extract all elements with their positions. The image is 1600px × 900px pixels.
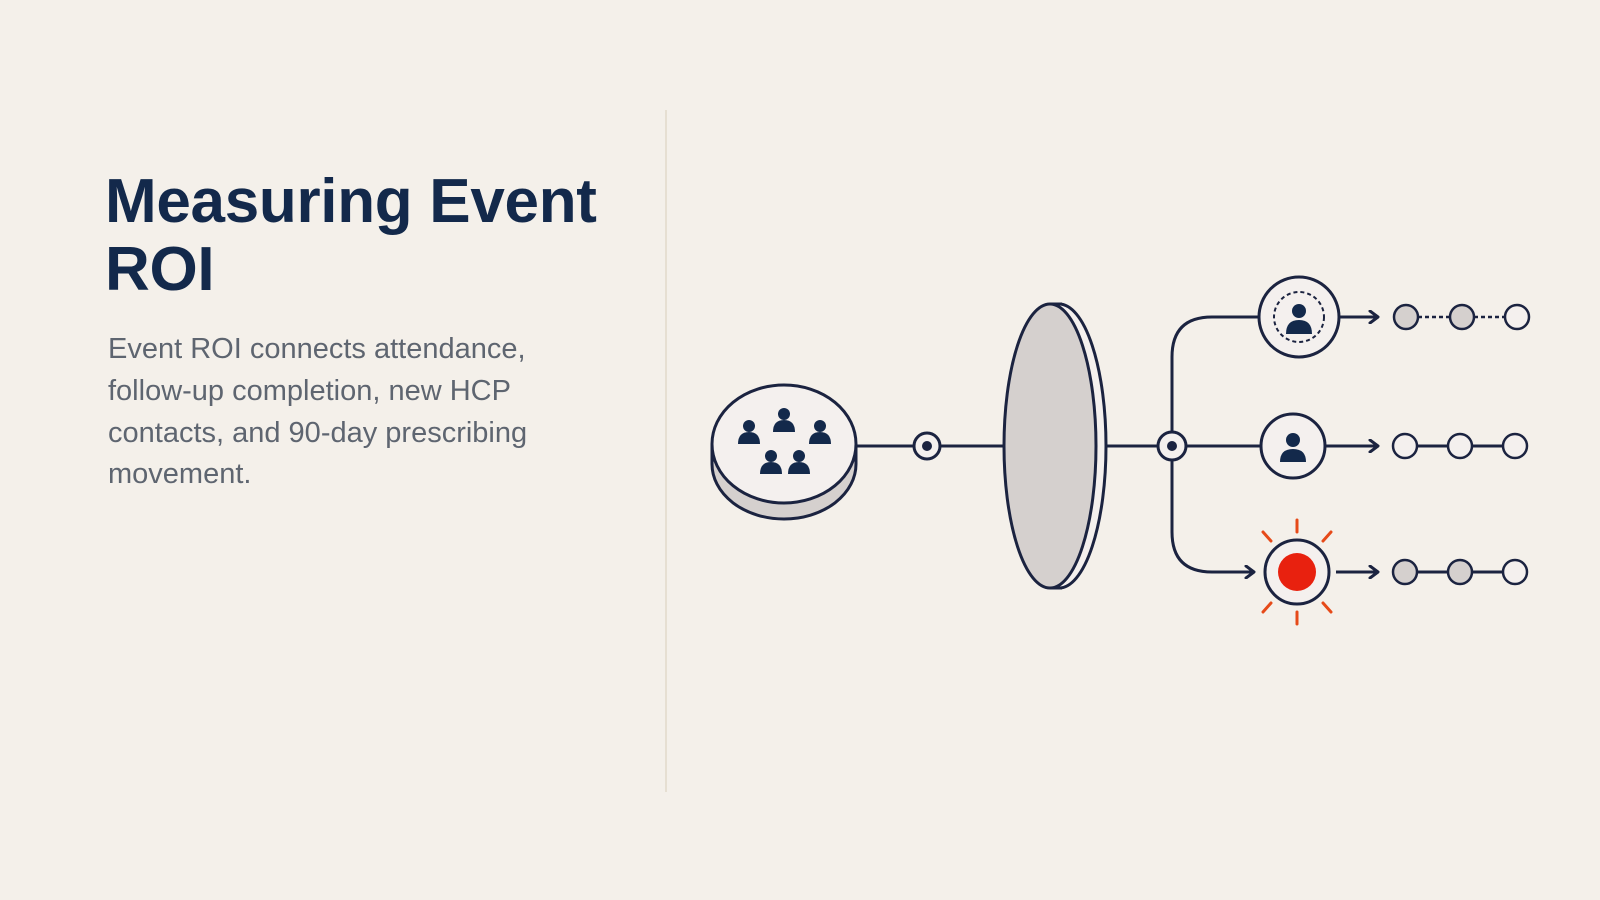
filter-lens-icon — [1002, 302, 1108, 590]
divider — [665, 110, 667, 792]
alert-icon — [1261, 518, 1333, 626]
input-connector — [856, 431, 1006, 461]
contact-icon — [1257, 275, 1341, 359]
prescriber-icon — [1259, 412, 1327, 480]
attendee-person-icons — [738, 408, 831, 474]
branch-follow-up — [1257, 275, 1531, 359]
attendee-group-icon — [710, 383, 858, 521]
branch-new-contact — [1259, 412, 1529, 480]
slide-body: Event ROI connects attendance, follow-up… — [108, 333, 528, 491]
slide-title: Measuring Event ROI — [105, 167, 597, 305]
split-node-icon — [1106, 315, 1261, 572]
branch-prescribing — [1261, 518, 1529, 626]
